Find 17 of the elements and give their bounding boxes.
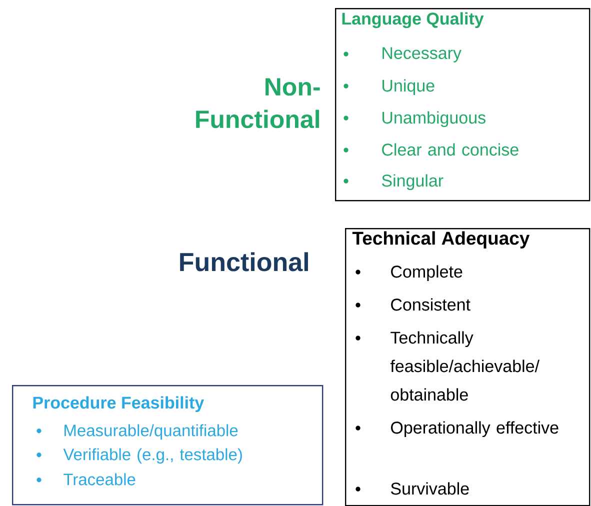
bullet-item: Measurable/quantifiable xyxy=(36,424,238,440)
bullet-item: Clear and concise xyxy=(344,143,518,156)
bullet-item: Traceable xyxy=(36,473,136,486)
bullet-item: Technically feasible/achievable/ obtainable xyxy=(356,331,540,401)
bullet-item: Singular xyxy=(344,174,444,190)
box-heading: Language Quality xyxy=(342,12,484,28)
bullet-item: Consistent xyxy=(356,298,470,311)
bullet-item: Complete xyxy=(356,265,462,282)
box-heading: Procedure Feasibility xyxy=(33,396,204,412)
bullet-item: Verifiable (e.g., testable) xyxy=(36,448,242,464)
box-heading: Technical Adequacy xyxy=(352,231,530,248)
bullet-item: Unambiguous xyxy=(344,111,486,128)
bullet-item: Survivable xyxy=(356,482,469,495)
bullet-item: Necessary xyxy=(344,47,462,62)
bullet-item: Operationally effective xyxy=(356,421,558,438)
category-label: Functional xyxy=(180,252,308,272)
bullet-item: Unique xyxy=(344,79,434,96)
